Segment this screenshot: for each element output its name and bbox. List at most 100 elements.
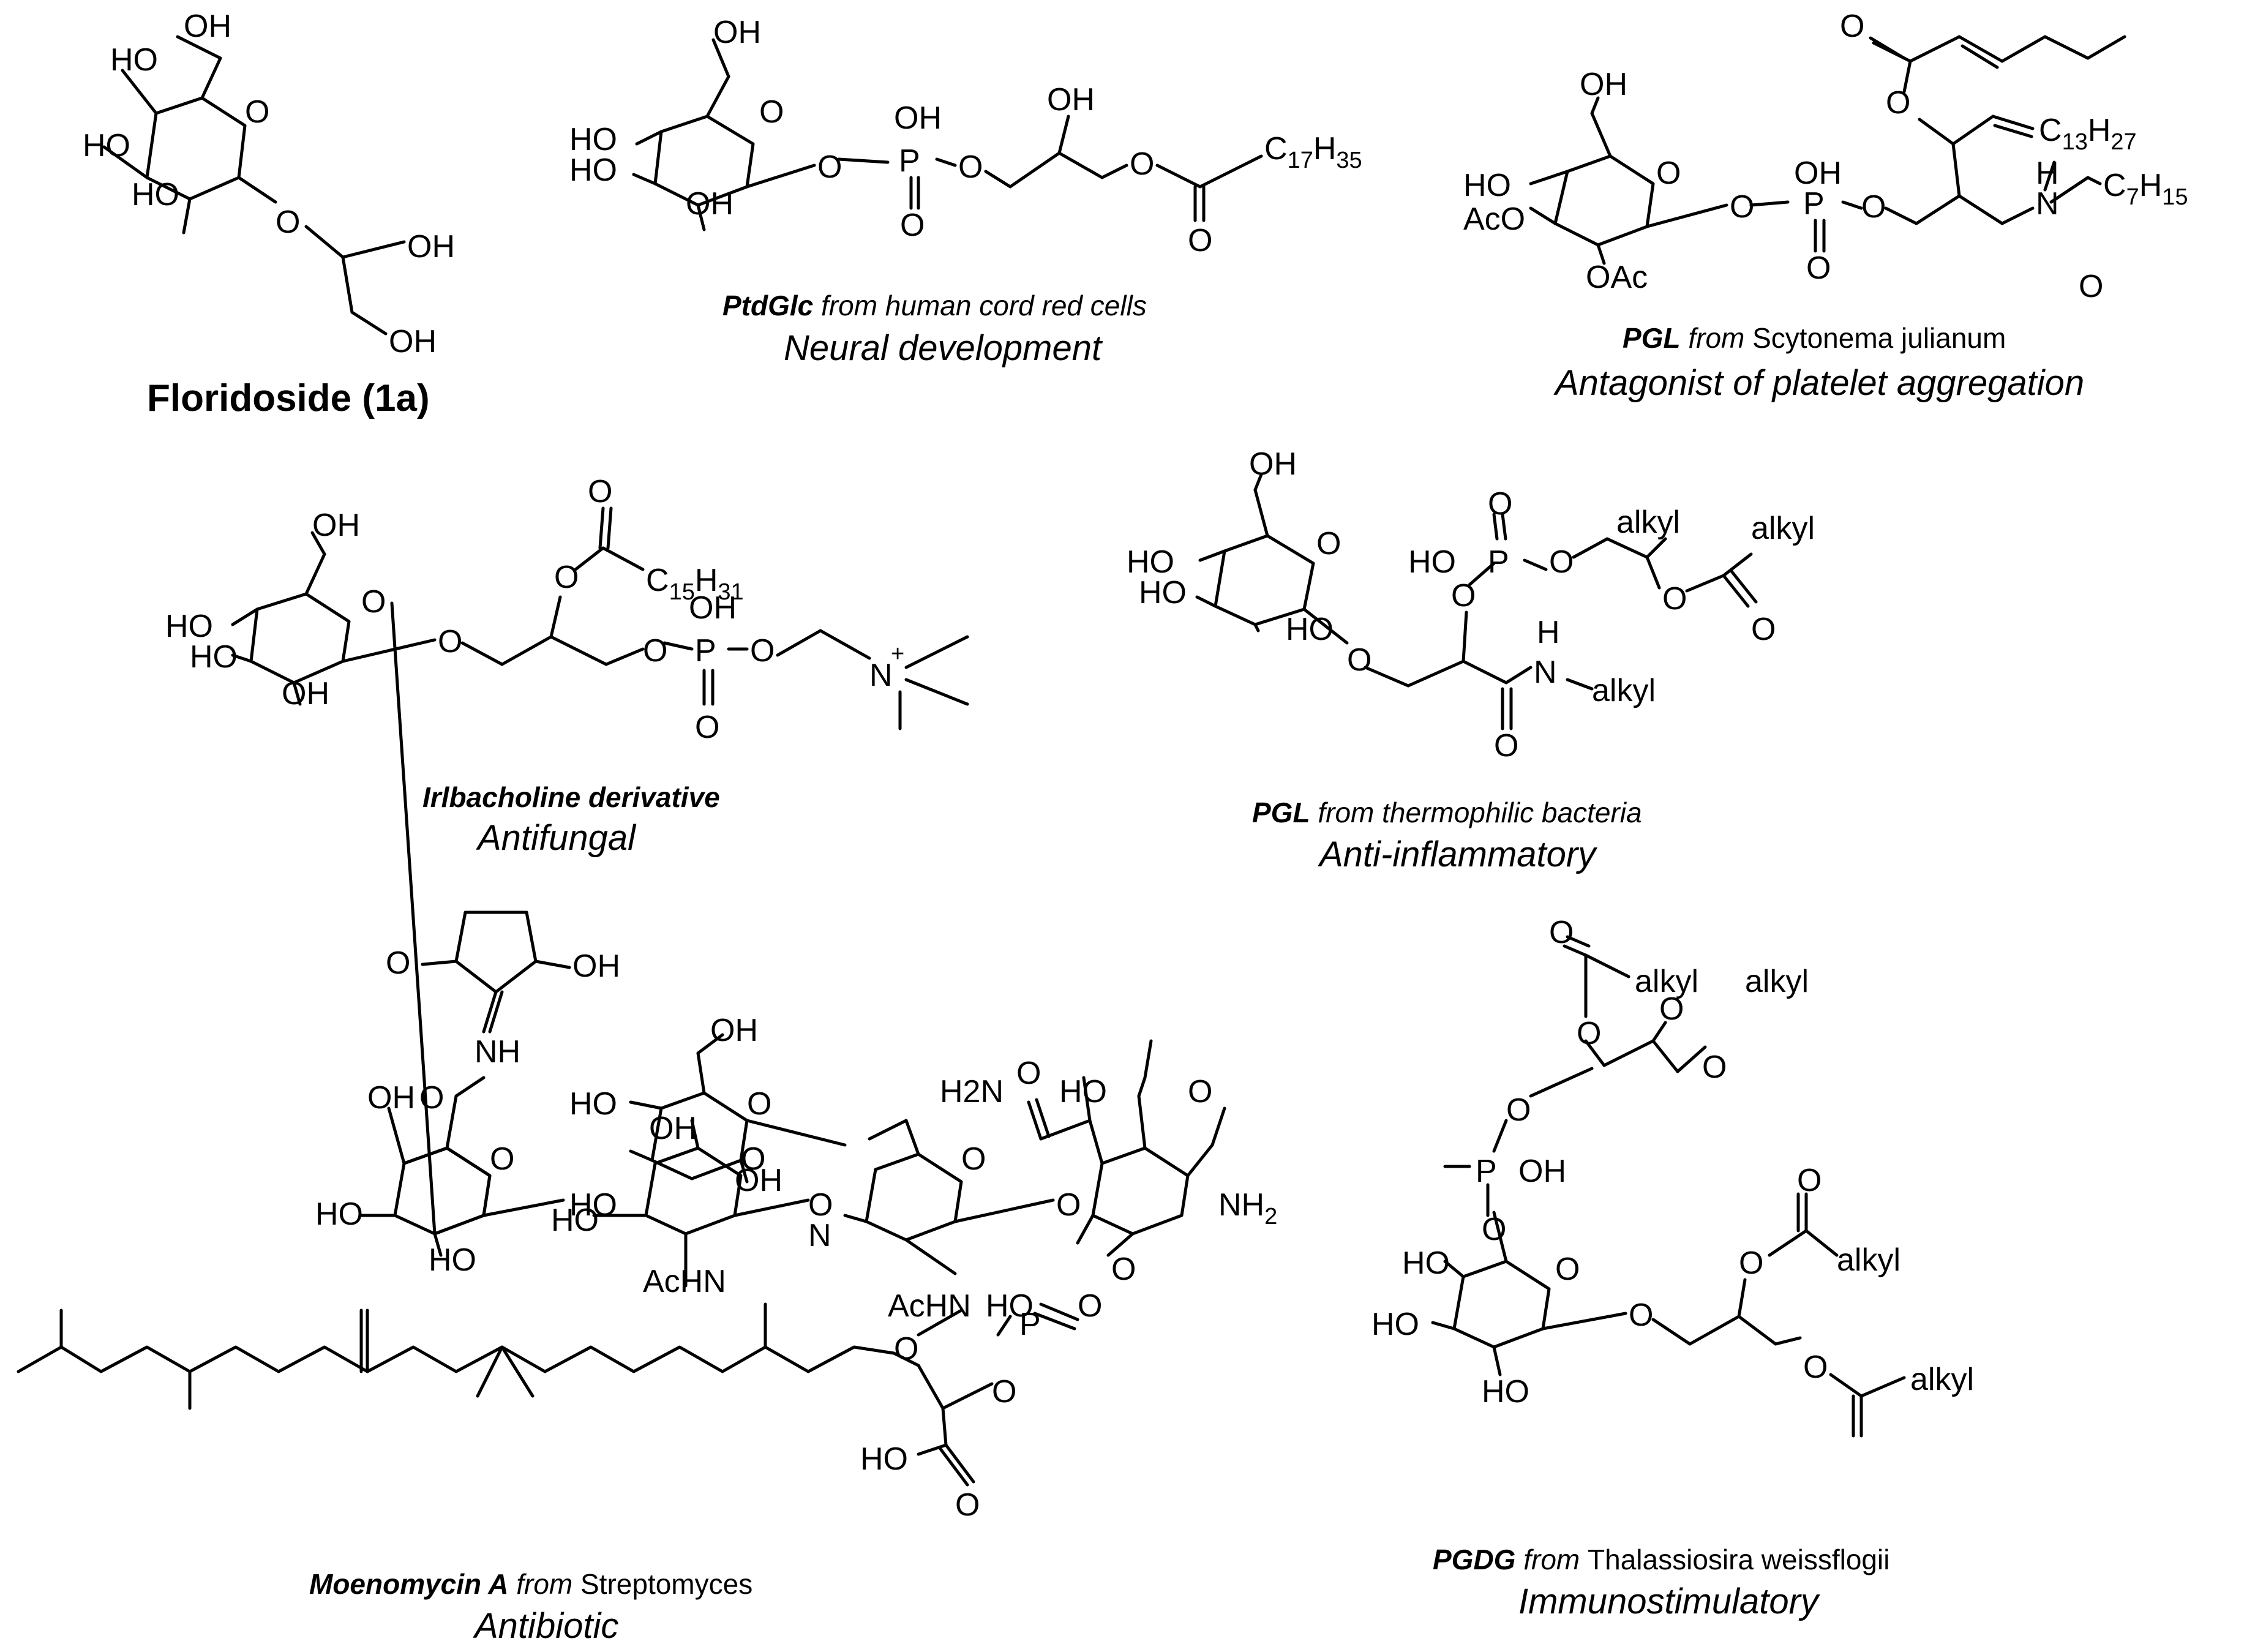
atom-label: + [891, 641, 904, 667]
atom-label: OH [713, 15, 761, 50]
pgl-scytonema-organism: Scytonema julianum [1752, 322, 2006, 354]
atom-label: alkyl [1635, 964, 1698, 999]
atom-label: AcHN [643, 1264, 726, 1299]
atom-label: O [1188, 223, 1212, 258]
pgl-thermophilic-source: from thermophilic bacteria [1310, 797, 1642, 828]
atom-label: HO [1127, 544, 1174, 580]
atom-label: HO [429, 1242, 476, 1278]
pgdg-name: PGDG [1433, 1544, 1516, 1575]
atom-label: OH [407, 229, 455, 265]
atom-label: O [1451, 578, 1476, 614]
atom-label: C15H31 [646, 563, 744, 605]
atom-label: O [695, 710, 719, 745]
atom-label: OH [1518, 1154, 1566, 1189]
atom-label: P [1488, 544, 1509, 580]
atom-label: alkyl [1837, 1242, 1900, 1278]
floridoside-label: Floridoside (1a) [147, 377, 430, 419]
atom-label: O [1739, 1245, 1763, 1281]
atom-label: O [1494, 728, 1518, 764]
atom-label: O [588, 474, 612, 509]
atom-label: alkyl [1751, 511, 1815, 546]
atom-label: NH [475, 1034, 520, 1070]
atom-label: AcHN [888, 1288, 971, 1324]
atom-label: OH [1249, 446, 1297, 482]
atom-label: OH [735, 1163, 782, 1198]
atom-label: O [1130, 146, 1154, 182]
atom-label: O [900, 208, 925, 243]
atom-label: O [1840, 9, 1864, 44]
moenomycin-structure [17, 601, 1226, 1487]
atom-label: OH [572, 948, 620, 984]
atom-label: O [1549, 544, 1574, 580]
pgl-scytonema-from: from [1680, 322, 1753, 354]
atom-label: HO [1463, 168, 1511, 203]
atom-label: O [1488, 486, 1512, 522]
atom-label: HO [190, 639, 238, 675]
atom-label: O [1056, 1187, 1081, 1223]
atom-label: H [1537, 615, 1560, 650]
atom-label: NH2 [1218, 1187, 1277, 1230]
atom-label: O [2079, 269, 2103, 304]
atom-label: N [808, 1218, 831, 1253]
atom-label: O [1656, 156, 1681, 191]
atom-label: O [1751, 612, 1776, 647]
atom-label: HO [1059, 1074, 1107, 1109]
pgl-thermophilic-structure [1195, 473, 1758, 730]
atom-label: alkyl [1616, 505, 1680, 540]
atom-label: O [1861, 189, 1886, 225]
atom-label: O [747, 1086, 771, 1122]
atom-label: O [1016, 1056, 1041, 1091]
atom-label: O [992, 1374, 1016, 1410]
atom-label: O [1803, 1350, 1828, 1385]
atom-label: O [386, 945, 410, 981]
atom-label: HO [110, 42, 158, 78]
atom-label: O [1347, 642, 1371, 678]
ptdglc-caption: PtdGlc from human cord red cells [722, 289, 1147, 322]
atom-label: OH [689, 590, 737, 626]
atom-label: HO [1402, 1245, 1450, 1281]
atom-label: O [643, 633, 667, 669]
irlbacholine-labels: OH HO HO OH O O O O C15H31 O OH P O O N … [165, 474, 904, 745]
atom-label: O [1797, 1163, 1822, 1198]
atom-label: alkyl [1745, 964, 1809, 999]
moenomycin-name: Moenomycin A [309, 1568, 509, 1600]
atom-label: C7H15 [2103, 168, 2188, 210]
atom-label: HO [569, 122, 617, 157]
atom-label: O [554, 560, 579, 595]
atom-label: HO [1482, 1374, 1529, 1410]
pgdg-caption: PGDG from Thalassiosira weissflogii [1433, 1543, 1889, 1576]
atom-label: P [695, 633, 716, 669]
atom-label: OH [184, 9, 231, 44]
atom-label: HO [551, 1203, 599, 1238]
atom-label: O [759, 94, 784, 130]
floridoside-labels: OH HO HO HO O O OH OH [83, 9, 455, 359]
atom-label: alkyl [1910, 1362, 1974, 1397]
atom-label: O [490, 1141, 514, 1177]
atom-label: O [276, 205, 300, 240]
moenomycin-organism: Streptomyces [580, 1568, 753, 1600]
atom-label: O [750, 633, 775, 669]
atom-label: HO [569, 152, 617, 188]
pgdg-organism: Thalassiosira weissflogii [1588, 1544, 1890, 1575]
moenomycin-activity: Antibiotic [475, 1606, 619, 1646]
atom-label: OH [1047, 82, 1095, 118]
atom-label: H2N [940, 1074, 1004, 1109]
atom-label: HO [986, 1288, 1034, 1324]
atom-label: O [1662, 581, 1687, 617]
atom-label: HO [165, 609, 213, 644]
atom-label: OH [1794, 156, 1842, 191]
atom-label: O [1659, 991, 1684, 1027]
pgl-thermophilic-caption: PGL from thermophilic bacteria [1252, 796, 1642, 829]
atom-label: O [741, 1141, 765, 1177]
atom-label: N [1534, 655, 1557, 690]
atom-label: HO [315, 1196, 363, 1232]
atom-label: HO [1408, 544, 1456, 580]
pgdg-labels: O alkyl alkyl O O O O P OH O HO O HO HO … [1371, 915, 1974, 1410]
atom-label: OH [894, 100, 942, 136]
atom-label: P [1476, 1154, 1497, 1189]
irlbacholine-caption: Irlbacholine derivative [422, 781, 720, 814]
atom-label: O [1730, 189, 1754, 225]
atom-label: O [1188, 1074, 1212, 1109]
atom-label: O [1111, 1252, 1136, 1287]
